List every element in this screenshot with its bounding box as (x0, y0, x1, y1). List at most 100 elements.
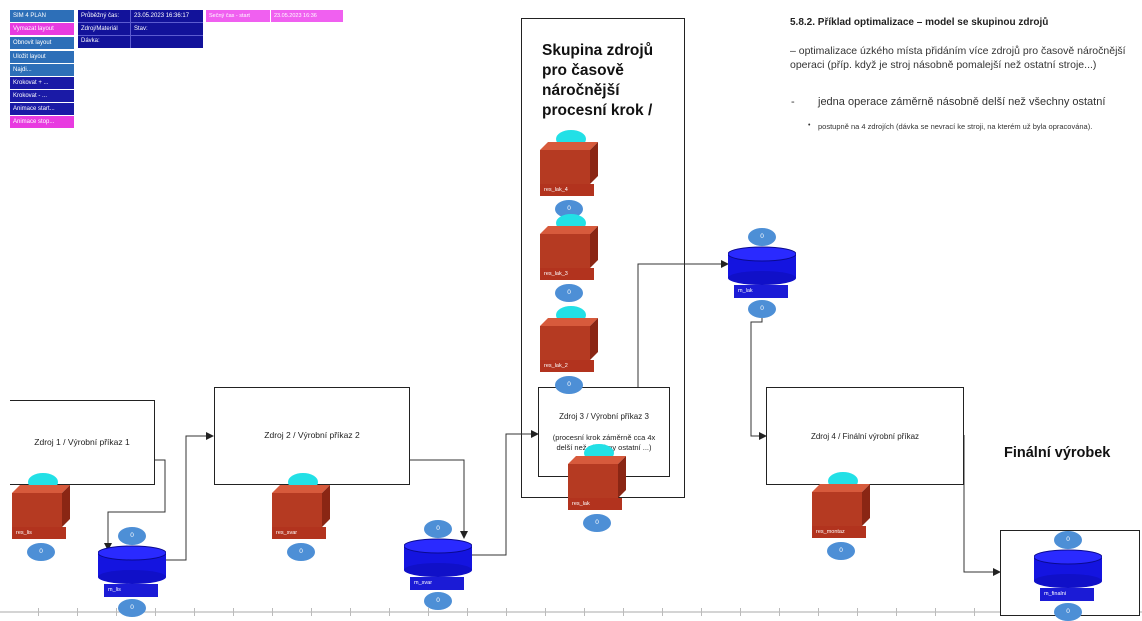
resource-cube-shape (12, 485, 70, 527)
m-lak-stock[interactable] (728, 246, 796, 286)
timeline-tick (623, 608, 624, 616)
timeline-tick (779, 608, 780, 616)
notes-dash: - (791, 96, 795, 108)
m-finalni-top-counter: 0 (1054, 531, 1082, 549)
m-lis-counter: 0 (118, 599, 146, 617)
res-lis-label: res_lis (12, 527, 66, 539)
timeline-tick (428, 608, 429, 616)
res-lis-counter: 0 (27, 543, 55, 561)
find-button[interactable]: Najdi... (10, 64, 74, 76)
m-finalni-label: m_finalni (1040, 588, 1094, 601)
m-lak-counter: 0 (748, 300, 776, 318)
m-svar-label: m_svar (410, 577, 464, 590)
timeline-tick (584, 608, 585, 616)
group-title: Skupina zdrojů pro časově náročnější pro… (542, 42, 654, 119)
timeline-tick (350, 608, 351, 616)
m-svar-counter: 0 (424, 592, 452, 610)
final-product-label: Finální výrobek (1004, 445, 1111, 461)
res-lak-4-label: res_lak_4 (540, 184, 594, 196)
resource-cube-shape (540, 318, 598, 360)
timeline-tick (116, 608, 117, 616)
timeline-tick (389, 608, 390, 616)
res-svar-block[interactable] (272, 485, 330, 527)
zdroj-3-label: Zdroj 3 / Výrobní příkaz 3 (559, 412, 649, 421)
zdroj-1-label: Zdroj 1 / Výrobní příkaz 1 (34, 437, 130, 447)
res-lak-counter: 0 (583, 514, 611, 532)
m-svar-stock[interactable] (404, 538, 472, 578)
resource-cube-shape (540, 142, 598, 184)
timeline-tick (662, 608, 663, 616)
step-back-button[interactable]: Krokovat - ... (10, 90, 74, 102)
start-time-value: 23.05.2023 16:36 (271, 10, 343, 22)
timeline-tick (857, 608, 858, 616)
timeline-tick (935, 608, 936, 616)
m-finalni-counter: 0 (1054, 603, 1082, 621)
info-panel: Průběžný čas: 23.05.2023 16:36:17 Zdroj/… (78, 10, 203, 48)
res-lak-4-counter: 0 (555, 200, 583, 218)
res-montaz-block[interactable] (812, 484, 870, 526)
m-svar-top-counter: 0 (424, 520, 452, 538)
res-lak-2-label: res_lak_2 (540, 360, 594, 372)
elapsed-time-label: Průběžný čas: (81, 13, 120, 19)
timeline-tick (77, 608, 78, 616)
res-lak-2-counter: 0 (555, 376, 583, 394)
m-lis-stock[interactable] (98, 545, 166, 585)
notes-heading: 5.8.2. Příklad optimalizace – model se s… (790, 17, 1049, 28)
resource-cube-shape (812, 484, 870, 526)
zdroj-4-box[interactable]: Zdroj 4 / Finální výrobní příkaz (766, 387, 964, 485)
timeline-tick (896, 608, 897, 616)
timeline-tick (506, 608, 507, 616)
res-montaz-counter: 0 (827, 542, 855, 560)
m-lak-label: m_lak (734, 285, 788, 298)
res-lak-block[interactable] (568, 456, 626, 498)
res-montaz-label: res_montaz (812, 526, 866, 538)
m-finalni-stock[interactable] (1034, 549, 1102, 589)
elapsed-time-value: 23.05.2023 16:36:17 (134, 13, 190, 19)
res-lak-3-block[interactable] (540, 226, 598, 268)
restore-layout-button[interactable]: Obnovit layout (10, 37, 74, 49)
resource-material-label: Zdroj/Materiál (81, 26, 118, 32)
timeline-tick (38, 608, 39, 616)
zdroj-2-label: Zdroj 2 / Výrobní příkaz 2 (264, 430, 360, 440)
timeline-tick (701, 608, 702, 616)
res-svar-counter: 0 (287, 543, 315, 561)
timeline-tick (740, 608, 741, 616)
m-lak-top-counter: 0 (748, 228, 776, 246)
resource-cube-shape (272, 485, 330, 527)
notes-paragraph: – optimalizace úzkého místa přidáním víc… (790, 45, 1126, 71)
zdroj-4-label: Zdroj 4 / Finální výrobní příkaz (810, 432, 920, 441)
animation-start-button[interactable]: Animace start... (10, 103, 74, 115)
state-label: Stav: (134, 26, 148, 32)
sim4plan-button[interactable]: SIM 4 PLAN (10, 10, 74, 22)
notes-dot: • (808, 122, 811, 129)
res-svar-label: res_svar (272, 527, 326, 539)
res-lak-label: res_lak (568, 498, 622, 510)
timeline-tick (272, 608, 273, 616)
res-lak-4-block[interactable] (540, 142, 598, 184)
timeline-tick (233, 608, 234, 616)
res-lis-block[interactable] (12, 485, 70, 527)
notes-bullet-2: postupně na 4 zdrojích (dávka se nevrací… (818, 122, 1093, 131)
start-time-label: Sečný čas - start (206, 10, 270, 22)
timeline-tick (155, 608, 156, 616)
res-lak-2-block[interactable] (540, 318, 598, 360)
save-layout-button[interactable]: Uložit layout (10, 51, 74, 63)
m-lis-top-counter: 0 (118, 527, 146, 545)
stock-cylinder-shape (404, 538, 472, 577)
zdroj-1-box[interactable]: Zdroj 1 / Výrobní příkaz 1 (10, 400, 155, 485)
timeline-tick (818, 608, 819, 616)
timeline-tick (194, 608, 195, 616)
notes-bullet-1: jedna operace záměrně násobně delší než … (818, 96, 1106, 108)
zdroj-2-box[interactable]: Zdroj 2 / Výrobní příkaz 2 (214, 387, 410, 485)
resource-cube-shape (540, 226, 598, 268)
clear-layout-button[interactable]: Vymazat layout (10, 23, 74, 35)
stock-cylinder-shape (728, 246, 796, 285)
timeline-tick (467, 608, 468, 616)
stock-cylinder-shape (1034, 549, 1102, 588)
step-forward-button[interactable]: Krokovat + ... (10, 77, 74, 89)
m-lis-label: m_lis (104, 584, 158, 597)
animation-stop-button[interactable]: Animace stop... (10, 116, 74, 128)
timeline-tick (545, 608, 546, 616)
timeline-tick (974, 608, 975, 616)
